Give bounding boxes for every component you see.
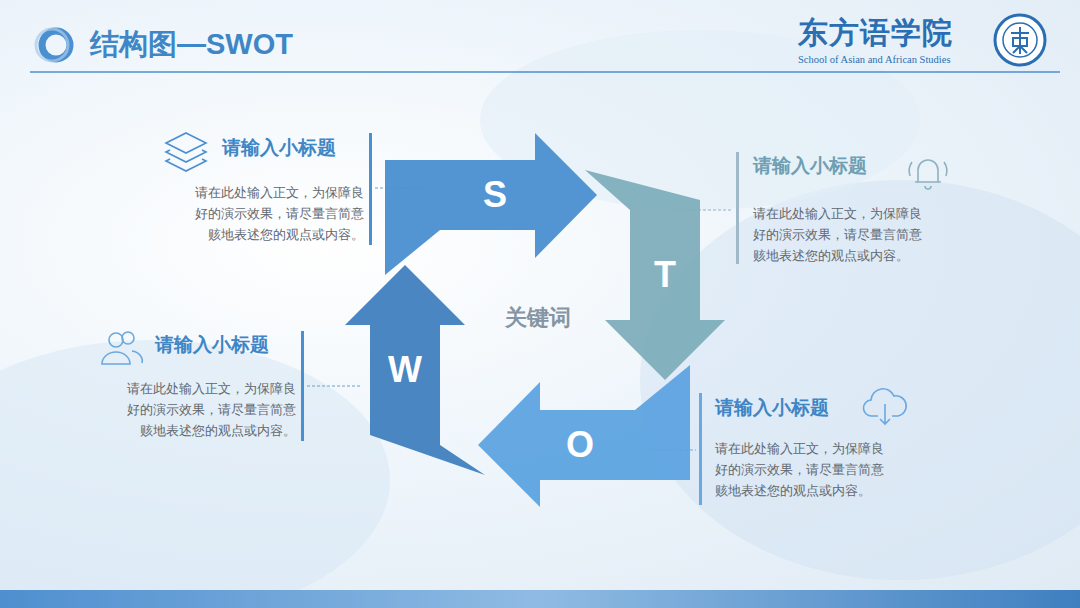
layers-icon [166, 133, 206, 171]
bell-icon [909, 160, 947, 189]
logo-name: 东方语学院 [798, 16, 953, 50]
users-icon [102, 332, 142, 364]
arrow-outline [478, 365, 690, 507]
swot-letter: S [483, 175, 507, 215]
body-text: 请在此处输入正文，为保障良 好的演示效果，请尽量言简意 赅地表述您的观点或内容。 [168, 182, 364, 245]
logo-subtitle: School of Asian and African Studies [798, 53, 951, 66]
swot-arrow: T [585, 170, 725, 380]
body-text: 请在此处输入正文，为保障良 好的演示效果，请尽量言简意 赅地表述您的观点或内容。 [715, 438, 911, 501]
subtitle: 请输入小标题 [753, 153, 867, 179]
swot-letter: O [566, 425, 594, 465]
slide-title: 结构图—SWOT [90, 26, 293, 62]
arrow-outline [585, 170, 725, 380]
swot-letter: T [654, 255, 676, 295]
body-text: 请在此处输入正文，为保障良 好的演示效果，请尽量言简意 赅地表述您的观点或内容。 [753, 203, 949, 266]
arrow-outline [345, 265, 485, 475]
swot-arrow: S [385, 133, 597, 275]
swot-arrow: O [478, 365, 690, 507]
arrow-outline [385, 133, 597, 275]
swot-letter: W [388, 350, 422, 390]
keyword: 关键词 [505, 304, 571, 332]
body-text: 请在此处输入正文，为保障良 好的演示效果，请尽量言简意 赅地表述您的观点或内容。 [100, 378, 296, 441]
subtitle: 请输入小标题 [222, 135, 336, 161]
subtitle: 请输入小标题 [715, 395, 829, 421]
subtitle: 请输入小标题 [155, 332, 269, 358]
swot-arrow: W [345, 265, 485, 475]
cloud-icon [863, 389, 906, 424]
